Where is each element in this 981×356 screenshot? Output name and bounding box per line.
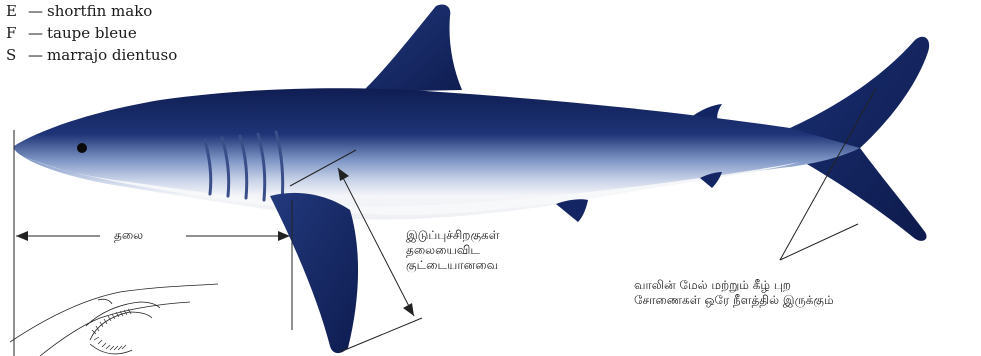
- name-row-spanish: S—marrajo dientuso: [6, 46, 177, 64]
- pectoral-label-line-2: தலையைவிட: [406, 243, 500, 258]
- head-arrowhead-left: [16, 231, 28, 241]
- pectoral-fin-label: இடுப்புச்சிறகுகள் தலையைவிட குட்டையானவை: [406, 228, 500, 273]
- tail-label-line-1: வாலின் மேல் மற்றும் கீழ் புற: [634, 278, 834, 293]
- name-dash: —: [28, 2, 43, 20]
- common-name-english: shortfin mako: [47, 2, 152, 20]
- shark-body: [14, 88, 860, 219]
- language-code: S: [6, 46, 24, 64]
- pectoral-fin: [270, 193, 358, 353]
- pelvic-fin: [556, 199, 588, 222]
- name-row-french: F—taupe bleue: [6, 24, 137, 42]
- tail-label-line-2: சோணைகள் ஒரே நீளத்தில் இருக்கும்: [634, 293, 834, 308]
- name-dash: —: [28, 24, 43, 42]
- first-dorsal-fin: [362, 4, 462, 92]
- common-name-french: taupe bleue: [47, 24, 137, 42]
- language-code: F: [6, 24, 24, 42]
- name-dash: —: [28, 46, 43, 64]
- jaw-inset: [10, 284, 218, 356]
- tail-pointer-lower: [780, 224, 858, 260]
- tail-lobes-label: வாலின் மேல் மற்றும் கீழ் புற சோணைகள் ஒரே…: [634, 278, 834, 308]
- common-name-spanish: marrajo dientuso: [47, 46, 177, 64]
- pectoral-arrowhead-bottom: [403, 303, 414, 316]
- pectoral-label-line-1: இடுப்புச்சிறகுகள்: [406, 228, 500, 243]
- jaw-teeth: [92, 309, 131, 350]
- name-row-english: E—shortfin mako: [6, 2, 152, 20]
- language-code: E: [6, 2, 24, 20]
- pectoral-label-line-3: குட்டையானவை: [406, 258, 500, 273]
- shark-eye: [77, 143, 87, 153]
- head-length-label: தலை: [114, 228, 143, 243]
